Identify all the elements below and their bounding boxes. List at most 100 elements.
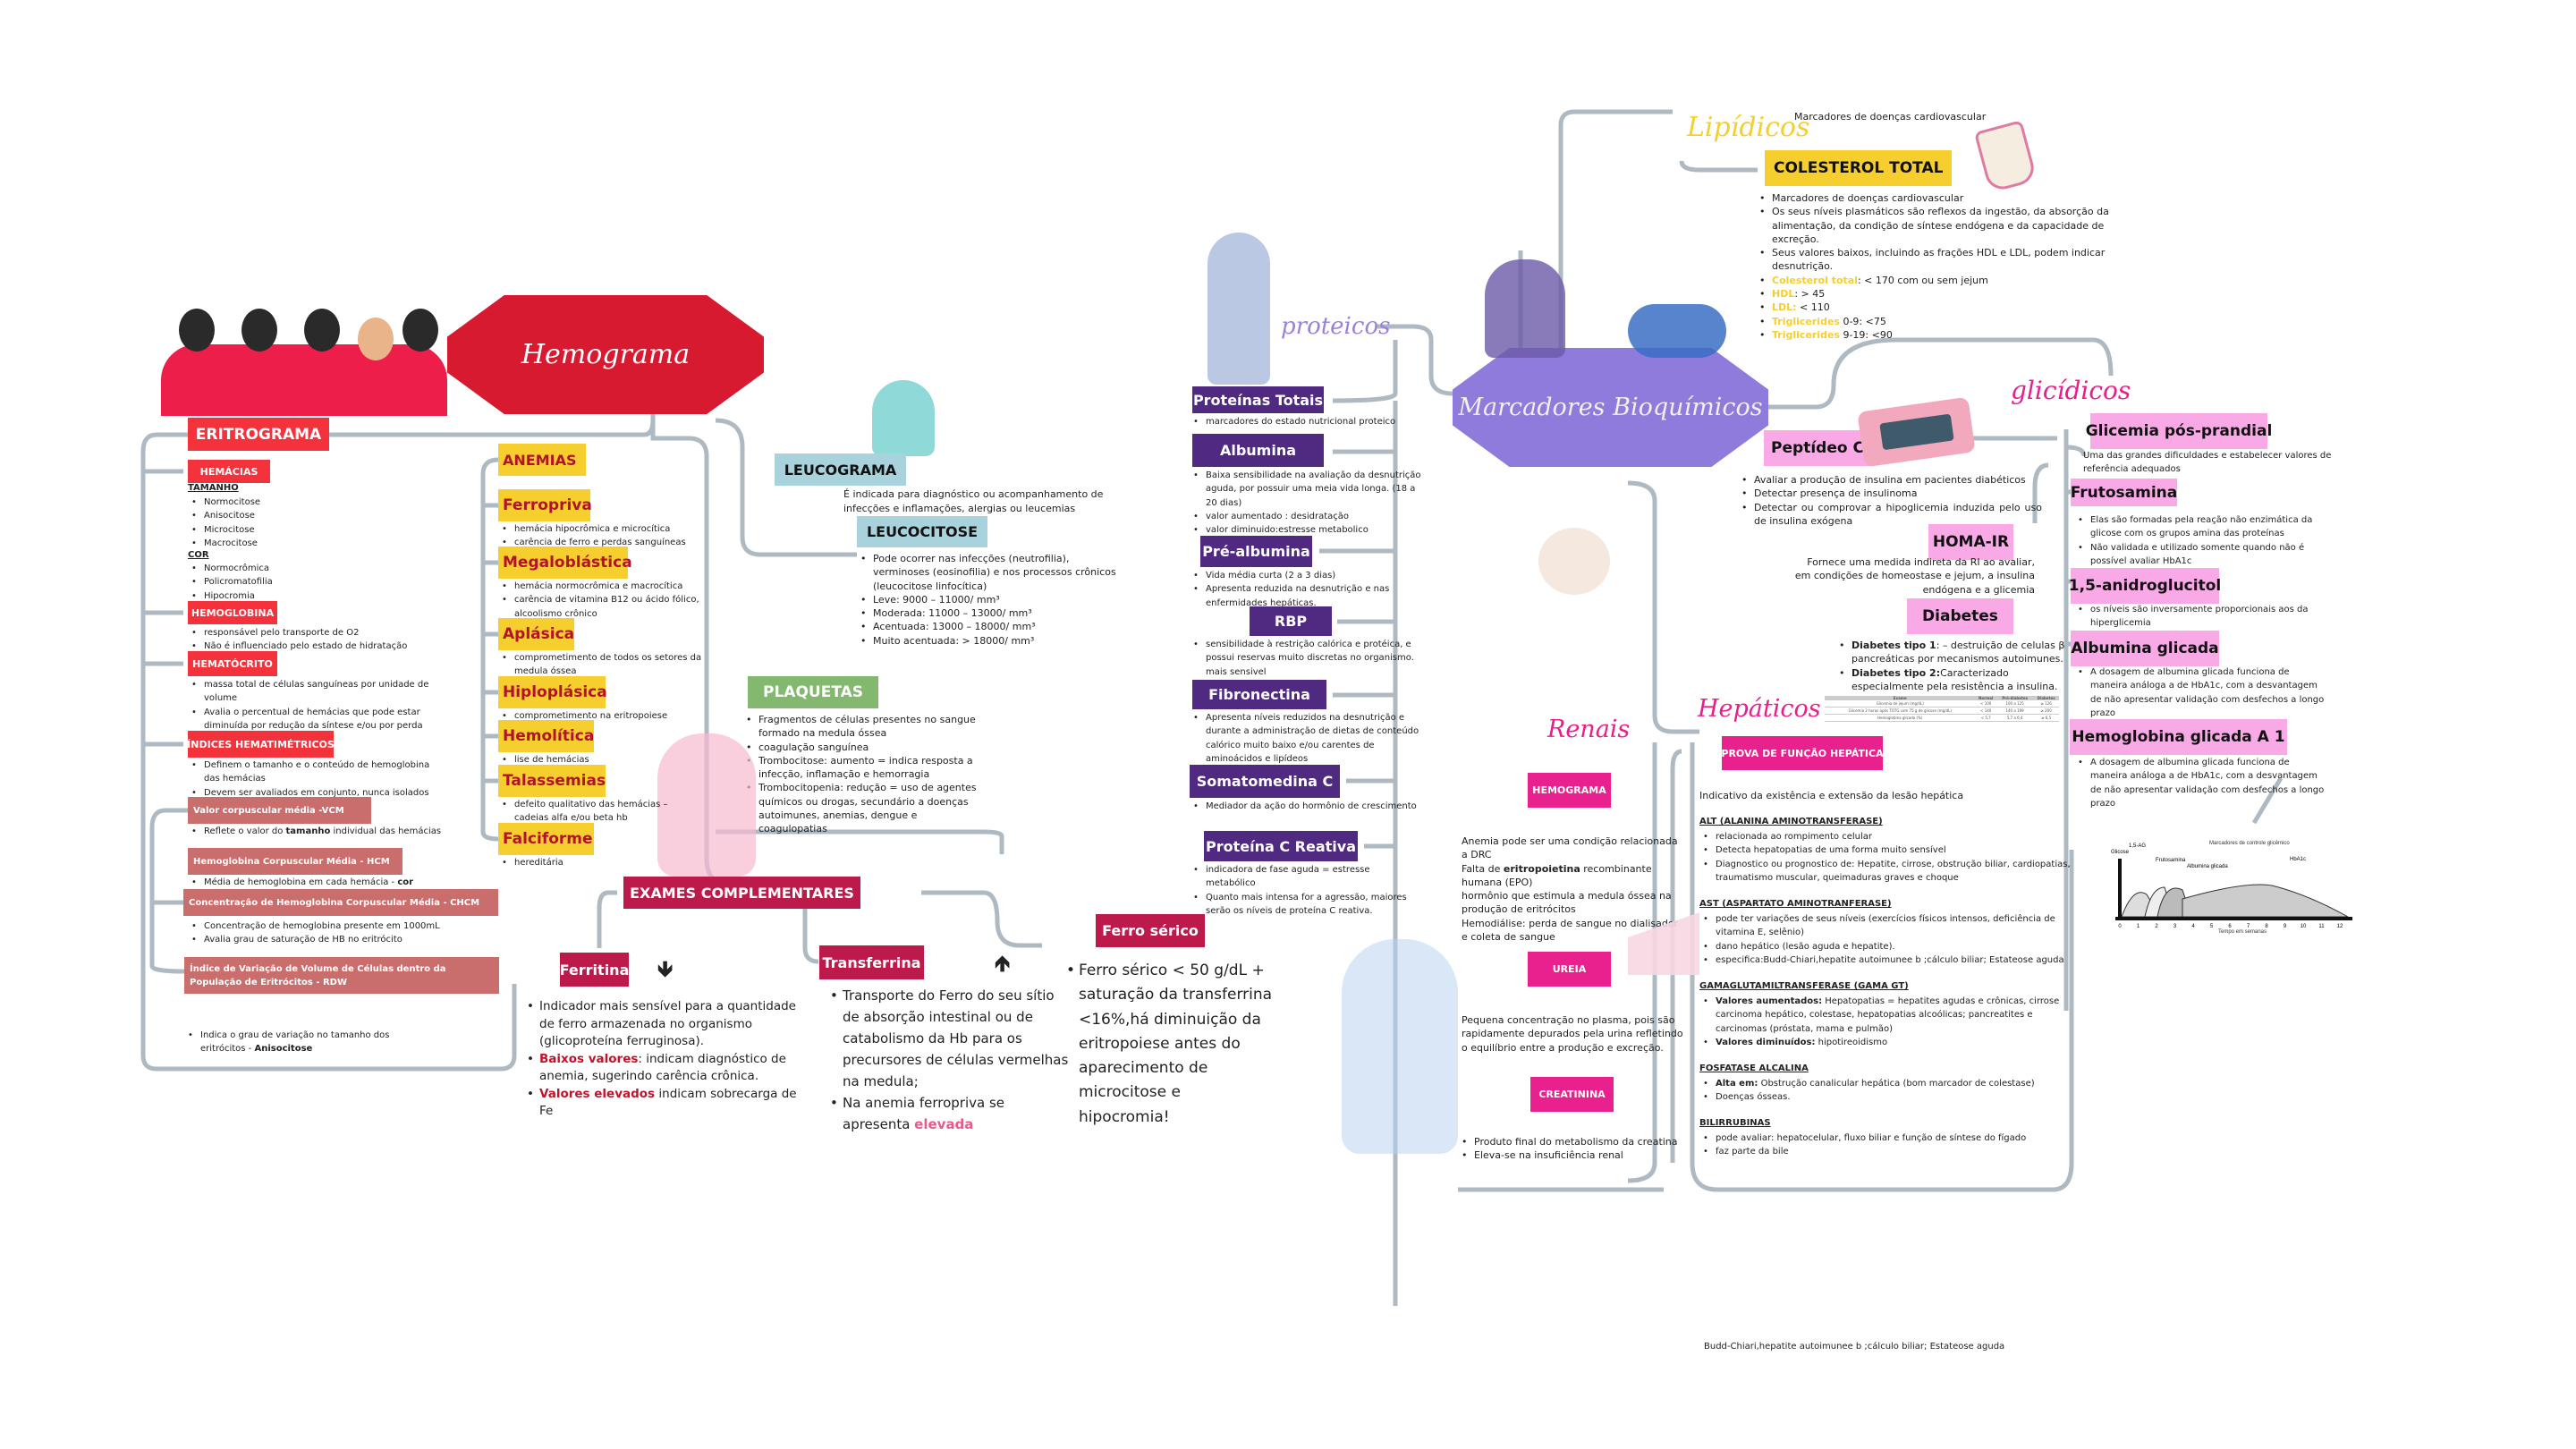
list-item: Detectar ou comprovar a hipoglicemia ind… <box>1738 501 2042 529</box>
list-item: marcadores do estado nutricional proteic… <box>1190 415 1422 429</box>
proteico-list: marcadores do estado nutricional proteic… <box>1190 415 1422 429</box>
leucocitose-header: LEUCOCITOSE <box>857 516 987 547</box>
list-item: hereditária <box>498 856 704 870</box>
list-item: A dosagem de albumina glicada funciona d… <box>2074 756 2325 810</box>
list-item-text: Diabetes tipo 1 <box>1852 640 1936 651</box>
table-cell: 140 a 199 <box>2005 708 2024 713</box>
proteico-list: sensibilidade à restrição calórica e pro… <box>1190 638 1422 679</box>
list-item: Os seus níveis plasmáticos são reflexos … <box>1756 205 2131 246</box>
series-label: HbA1c <box>2290 857 2306 862</box>
table-row: Glicemia 2 horas após TOTG com 75 g de g… <box>1825 708 2059 715</box>
hemacias-header: HEMÁCIAS <box>188 460 270 483</box>
list-item: Baixa sensibilidade na avaliação da desn… <box>1190 469 1422 510</box>
hepatica-section-title: AST (ASPARTATO AMINOTRANFERASE) <box>1699 899 1892 909</box>
list-item-text: Média de hemoglobina em cada hemácia - <box>204 877 398 887</box>
list-item: massa total de células sanguíneas por un… <box>188 678 447 706</box>
table-cell: Glicemia de jejum (mg/dL) <box>1876 701 1924 706</box>
list-item: coagulação sanguínea <box>742 741 984 755</box>
transferrina-header: Transferrina <box>819 945 924 979</box>
creatinina-header: CREATININA <box>1530 1077 1614 1112</box>
list-item: Concentração de hemoglobina presente em … <box>188 919 440 934</box>
exames-header: EXAMES COMPLEMENTARES <box>623 877 860 909</box>
list-item: Definem o tamanho e o conteúdo de hemogl… <box>188 758 447 786</box>
x-tick-label: 7 <box>2247 924 2250 929</box>
list-item-text: Anisocitose <box>254 1044 313 1055</box>
anemia-type-list: comprometimento de todos os setores da m… <box>498 651 704 679</box>
series-label: 1,5-AG <box>2129 843 2146 849</box>
list-item-text: cor <box>397 877 414 887</box>
list-item-text: Triglicerides <box>1772 315 1840 327</box>
anidroglucitol-header: 1,5-anidroglucitol <box>2069 568 2221 604</box>
list-item: LDL: < 110 <box>1756 301 2131 315</box>
girl-standing-illustration <box>1208 233 1270 385</box>
list-item-text: : < 170 com ou sem jejum <box>1857 274 1988 286</box>
people-illustration <box>161 309 447 416</box>
list-item: Elas são formadas pela reação não enzimá… <box>2074 513 2325 541</box>
footer-note: Budd-Chiari,hepatite autoimunee b ;cálcu… <box>1704 1342 2005 1352</box>
list-item-text: Colesterol total <box>1772 274 1858 286</box>
anemia-type-header: Falciforme <box>498 823 594 855</box>
leucograma-desc: É indicada para diagnóstico ou acompanha… <box>843 488 1104 514</box>
ferro-serico-header: Ferro sérico <box>1096 914 1205 947</box>
x-tick-label: 4 <box>2191 924 2195 929</box>
list-item: comprometimento de todos os setores da m… <box>498 651 704 679</box>
marcadores-hub: Marcadores Bioquímicos <box>1453 348 1768 467</box>
list-item-text: Caracterizado especialmente pela resistê… <box>1852 666 2058 692</box>
list-item: Eleva-se na insuficiência renal <box>1458 1148 1690 1163</box>
list-item: Marcadores de doenças cardiovascular <box>1756 191 2131 206</box>
frutosamina-list: Elas são formadas pela reação não enzimá… <box>2074 513 2325 568</box>
list-item: Macrocitose <box>188 537 260 551</box>
list-item: Anisocitose <box>188 509 260 523</box>
list-item: Reflete o valor do tamanho individual da… <box>188 825 474 839</box>
list-item: Na anemia ferropriva se apresenta elevad… <box>826 1092 1070 1135</box>
hemoglobina-list: responsável pelo transporte de O2Não é i… <box>188 626 407 654</box>
proteicos-label: proteicos <box>1281 313 1391 340</box>
list-item-text: : indicam diagnóstico de anemia, sugerin… <box>539 1051 786 1084</box>
anemia-type-header: Hiploplásica <box>498 676 607 708</box>
list-item: Policromatofilia <box>188 575 273 589</box>
tamanho-label: TAMANHO <box>188 483 239 493</box>
anemia-type-list: lise de hemácias <box>498 753 704 767</box>
peptideo-header: Peptídeo C <box>1764 430 1871 466</box>
list-item: hormônio que estimula a medula óssea na … <box>1462 890 1672 916</box>
list-item: Produto final do metabolismo da creatina <box>1458 1135 1690 1149</box>
list-item: responsável pelo transporte de O2 <box>188 626 407 640</box>
list-item: Colesterol total: < 170 com ou sem jejum <box>1756 274 2131 288</box>
table-cell: ≥ 6,5 <box>2041 716 2052 720</box>
arrow-down-icon: 🡻 <box>657 956 674 981</box>
list-item: Diabetes tipo 1: – destruição de celulas… <box>1835 639 2070 666</box>
arrow-up-icon: 🡹 <box>995 951 1011 976</box>
peptideo-list: Avaliar a produção de insulina em pacien… <box>1738 473 2042 528</box>
list-item: A dosagem de albumina glicada funciona d… <box>2074 665 2325 720</box>
marcadores-title: Marcadores Bioquímicos <box>1458 394 1763 421</box>
list-item: Detecta hepatopatias de uma forma muito … <box>1699 843 2075 858</box>
proteico-header: Proteína C Reativa <box>1204 831 1358 861</box>
list-item: Indicador mais sensível para a quantidad… <box>523 998 801 1051</box>
list-item-text: LDL: <box>1772 301 1797 314</box>
cor-list: NormocrômicaPolicromatofiliaHipocromia <box>188 562 273 603</box>
ureia-header: UREIA <box>1528 952 1611 987</box>
list-item: Diagnostico ou prognostico de: Hepatite,… <box>1699 858 2075 886</box>
list-item-text: HDL <box>1772 288 1795 301</box>
creatinina-list: Produto final do metabolismo da creatina… <box>1458 1135 1690 1163</box>
anemia-type-list: hemácia hipocrômica e microcíticacarênci… <box>498 522 704 550</box>
list-item-text: Reflete o valor do <box>204 826 286 836</box>
x-tick-label: 9 <box>2284 924 2287 929</box>
hemograma-title: Hemograma <box>521 339 691 370</box>
list-item: Avaliar a produção de insulina em pacien… <box>1738 473 2042 487</box>
list-item: valor diminuido:estresse metabolico <box>1190 523 1422 538</box>
series-label: Albumina glicada <box>2187 864 2228 869</box>
homa-header: HOMA-IR <box>1928 524 2013 560</box>
anemia-type-header: Hemolítica <box>498 720 594 752</box>
list-item: relacionada ao rompimento celular <box>1699 830 2075 844</box>
table-cell: < 5,7 <box>1980 716 1991 720</box>
list-item: Hemodiálise: perda de sangue no dialisad… <box>1462 917 1679 944</box>
hepatica-section-list: Valores aumentados: Hepatopatias = hepat… <box>1699 995 2075 1049</box>
ferritina-header: Ferritina <box>560 953 629 987</box>
proteico-list: Apresenta níveis reduzidos na desnutriçã… <box>1190 711 1422 766</box>
sleeping-boy-illustration <box>1628 304 1726 358</box>
hba1-header: Hemoglobina glicada A 1 <box>2070 719 2287 755</box>
